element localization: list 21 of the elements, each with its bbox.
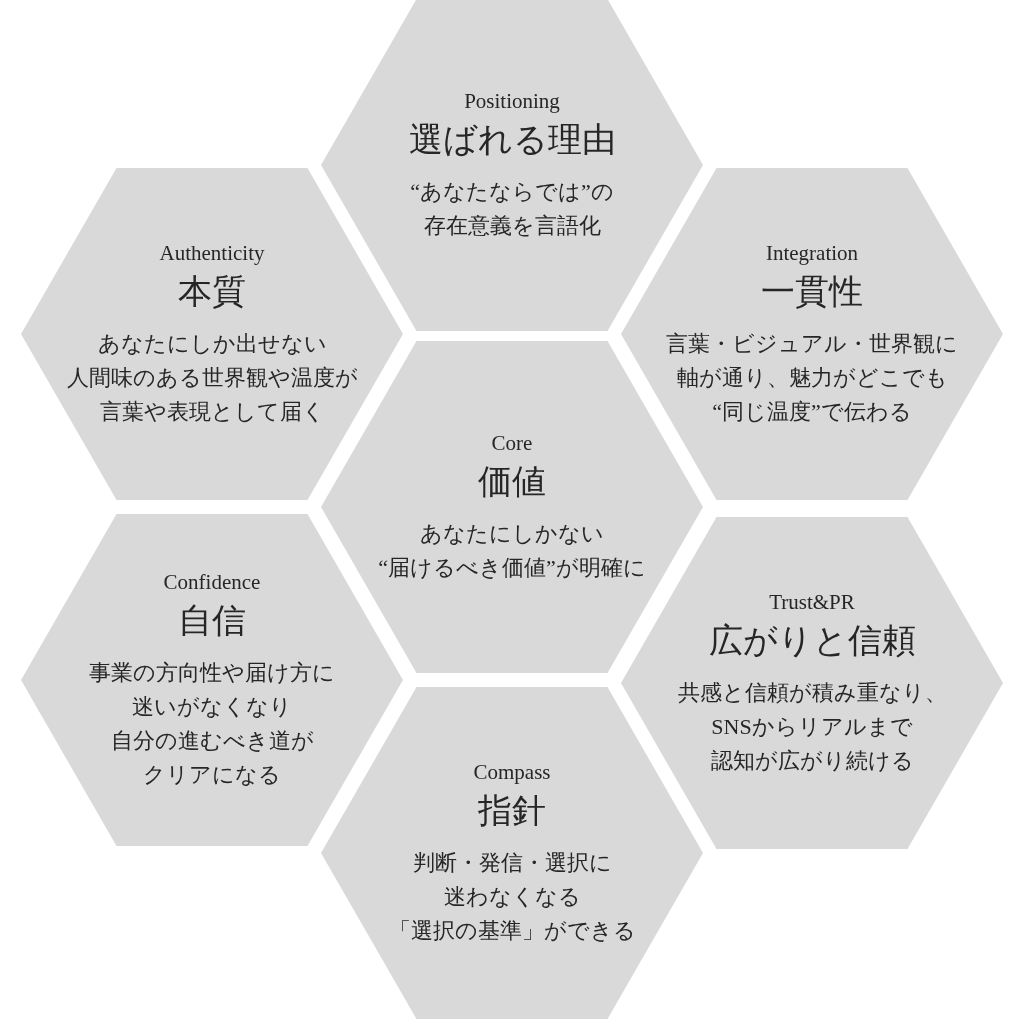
subtitle: Positioning <box>464 88 560 115</box>
subtitle: Confidence <box>163 569 261 596</box>
description-text: あなたにしか出せない人間味のある世界観や温度が言葉や表現として届く <box>66 330 358 426</box>
heading: 本質 <box>178 272 246 312</box>
description-text: 言葉・ビジュアル・世界観に軸が通り、魅力がどこでも“同じ温度”で伝わる <box>666 330 958 426</box>
description-text: 判断・発信・選択に迷わなくなる「選択の基準」ができる <box>388 849 636 945</box>
heading: 価値 <box>478 462 546 502</box>
subtitle: Integration <box>765 240 859 267</box>
heading: 自信 <box>178 601 246 641</box>
subtitle: Compass <box>473 759 551 786</box>
subtitle: Trust&PR <box>769 589 855 616</box>
description-text: 共感と信頼が積み重なり、SNSからリアルまで認知が広がり続ける <box>677 679 947 775</box>
description-text: “あなたならでは”の存在意義を言語化 <box>410 178 614 240</box>
description-text: あなたにしかない“届けるべき価値”が明確に <box>378 520 646 582</box>
description-text: 事業の方向性や届け方に迷いがなくなり自分の進むべき道がクリアになる <box>89 659 335 789</box>
heading: 広がりと信頼 <box>708 621 916 661</box>
heading: 選ばれる理由 <box>408 120 616 160</box>
subtitle: Core <box>491 430 533 457</box>
subtitle: Authenticity <box>159 240 265 267</box>
heading: 一貫性 <box>761 272 863 312</box>
heading: 指針 <box>478 791 546 831</box>
